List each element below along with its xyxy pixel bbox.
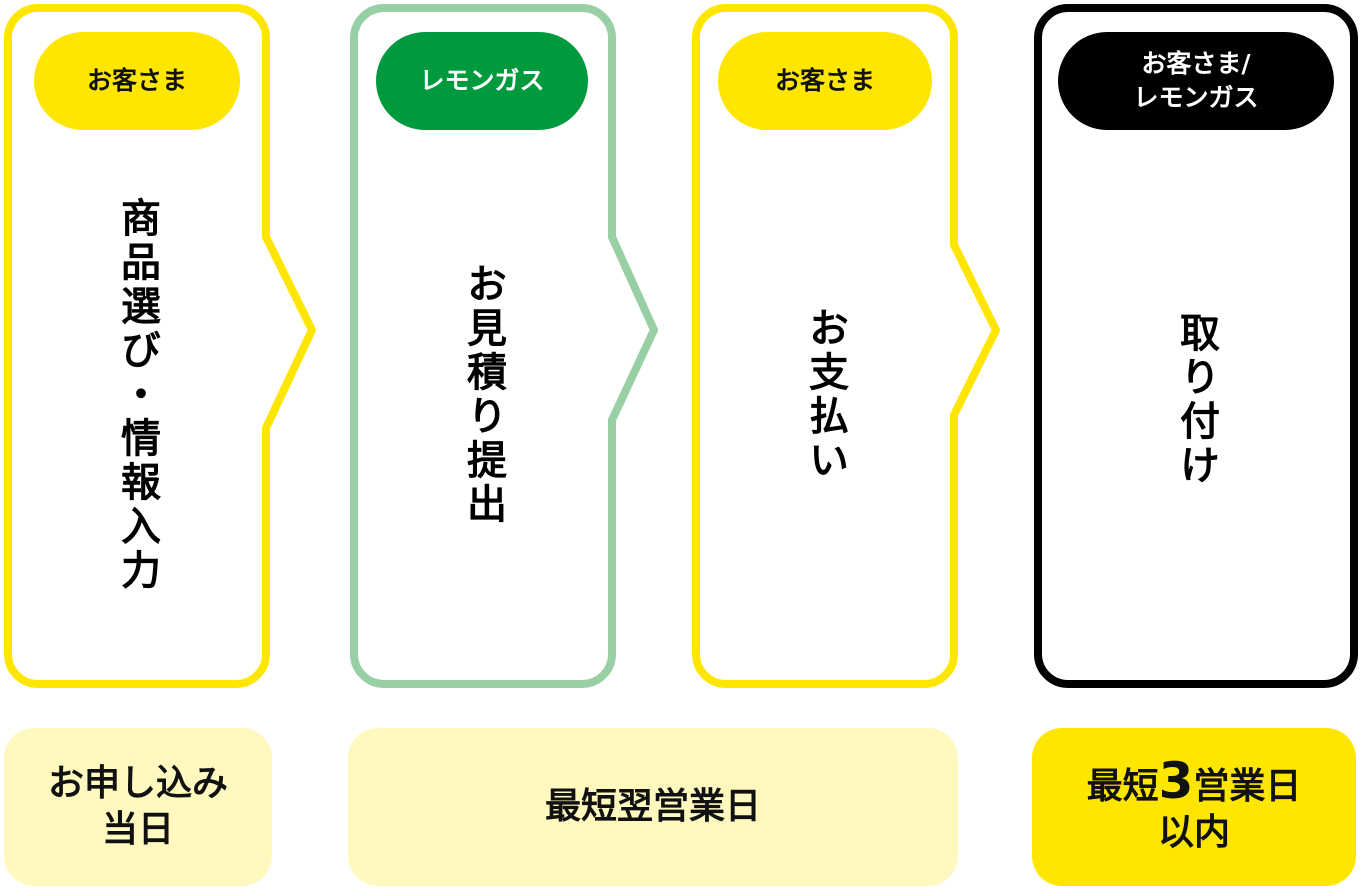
step-1-actor-badge: お客さま (34, 32, 240, 130)
step-3-frame (692, 4, 1000, 688)
step-2-frame (350, 4, 658, 688)
timing-3-line2: 以内 (1157, 812, 1230, 853)
timing-same-day: お申し込み当日 (4, 728, 272, 886)
step-3-actor-badge: お客さま (718, 32, 932, 130)
timing-3-prefix: 最短 (1086, 766, 1159, 807)
timing-1-line2: 当日 (101, 809, 174, 850)
timing-3-suffix: 営業日 (1193, 766, 1302, 807)
step-4-title: 取り付け (1173, 312, 1219, 488)
step-2-title: お見積り提出 (460, 263, 506, 527)
step-2-actor-badge: レモンガス (376, 32, 588, 130)
step-4-actor-badge: お客さま/ レモンガス (1058, 32, 1334, 130)
timing-1-line1: お申し込み (47, 763, 228, 804)
step-4-frame (1034, 4, 1358, 688)
timing-2-line1: 最短翌営業日 (544, 786, 761, 827)
timing-3-number: 3 (1158, 752, 1194, 810)
step-1-title: 商品選び・情報入力 (114, 197, 160, 593)
step-3-title: お支払い (802, 307, 848, 483)
timing-within-3-days: 最短3営業日 以内 (1032, 728, 1356, 886)
timing-next-business-day: 最短翌営業日 (348, 728, 958, 886)
step-1-frame (4, 4, 316, 688)
